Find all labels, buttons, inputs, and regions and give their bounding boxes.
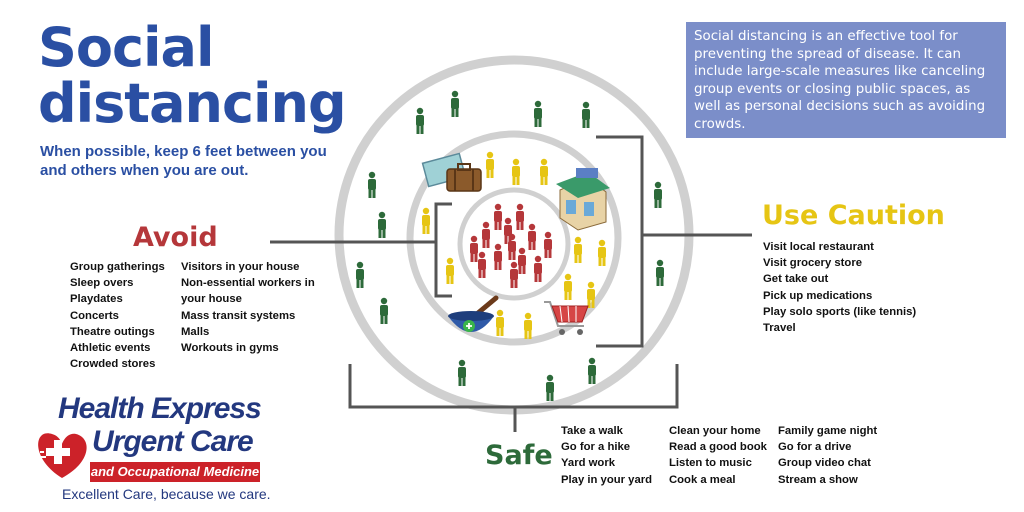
- list-item: Concerts: [70, 309, 119, 322]
- shopping-cart-icon: [544, 301, 589, 335]
- person-figure: [546, 374, 554, 401]
- list-item: Mass transit systems: [181, 309, 296, 322]
- person-figure: [478, 251, 486, 278]
- list-item: Take a walk: [561, 425, 623, 437]
- person-figure: [588, 357, 596, 384]
- list-item: Pick up medications: [763, 289, 873, 302]
- person-figure: [544, 231, 552, 258]
- person-figure: [574, 236, 582, 263]
- list-item: Non-essential workers in: [181, 277, 315, 290]
- person-figure: [504, 217, 512, 244]
- avoid-list-col2: Visitors in your house Non-essential wor…: [181, 259, 315, 356]
- inner-ring: [457, 187, 571, 301]
- person-figure: [564, 273, 572, 300]
- logo-tagline: Excellent Care, because we care.: [62, 486, 271, 502]
- list-item: Group video chat: [778, 457, 871, 470]
- list-item: Yard work: [561, 457, 615, 470]
- list-item: Group gatherings: [70, 261, 165, 273]
- middle-ring: [406, 130, 622, 346]
- list-item: Theatre outings: [70, 325, 155, 338]
- person-figure: [496, 309, 504, 336]
- person-figure: [534, 255, 542, 282]
- list-item: Go for a hike: [561, 441, 631, 454]
- caution-heading: Use Caution: [762, 200, 945, 231]
- store-icon: [556, 168, 610, 231]
- list-item: Go for a drive: [778, 441, 852, 454]
- person-figure: [451, 90, 459, 117]
- list-item: Listen to music: [669, 457, 752, 470]
- subtitle: When possible, keep 6 feet between you a…: [40, 143, 327, 179]
- person-figure: [540, 158, 548, 185]
- person-figure: [356, 261, 364, 288]
- map-luggage-icon: [421, 152, 482, 192]
- list-item: Playdates: [70, 293, 123, 306]
- avoid-heading: Avoid: [133, 222, 218, 253]
- list-item: Clean your home: [669, 425, 761, 437]
- person-figure: [494, 243, 502, 270]
- person-figure: [516, 203, 524, 230]
- list-item: your house: [181, 293, 242, 306]
- logo-line-3: and Occupational Medicine: [90, 462, 260, 482]
- list-item: Visit grocery store: [763, 257, 862, 270]
- person-figure: [486, 151, 494, 178]
- list-item: Family game night: [778, 425, 878, 437]
- caution-list: Visit local restaurant Visit grocery sto…: [763, 239, 916, 336]
- person-figure: [656, 259, 664, 286]
- list-item: Crowded stores: [70, 358, 156, 371]
- heart-cross-icon: [38, 433, 87, 478]
- title-line-1: Social: [38, 16, 214, 79]
- safe-connector: [348, 364, 679, 432]
- safe-list-col3: Family game night Go for a drive Group v…: [778, 423, 877, 488]
- list-item: Get take out: [763, 273, 829, 286]
- list-item: Athletic events: [70, 342, 151, 355]
- avoid-list-col1: Group gatherings Sleep overs Playdates C…: [70, 259, 165, 372]
- title-line-2: distancing: [38, 72, 347, 135]
- list-item: Sleep overs: [70, 277, 134, 290]
- person-figure: [378, 211, 386, 238]
- page-title: Social distancing: [38, 16, 347, 135]
- person-figure: [458, 359, 466, 386]
- caution-connector: [596, 135, 752, 348]
- person-figure: [416, 107, 424, 134]
- safe-heading: Safe: [485, 440, 553, 471]
- person-figure: [368, 171, 376, 198]
- avoid-connector: [270, 202, 452, 298]
- list-item: Play in your yard: [561, 473, 653, 486]
- list-item: Cook a meal: [669, 473, 736, 486]
- info-box: Social distancing is an effective tool f…: [686, 22, 1006, 138]
- person-figure: [422, 207, 430, 234]
- person-figure: [654, 181, 662, 208]
- person-figure: [470, 235, 478, 262]
- person-figure: [534, 100, 542, 127]
- list-item: Travel: [763, 322, 796, 335]
- person-figure: [598, 239, 606, 266]
- person-figure: [508, 233, 516, 260]
- list-item: Visit local restaurant: [763, 241, 874, 253]
- person-figure: [528, 223, 536, 250]
- person-figure: [446, 257, 454, 284]
- person-figure: [380, 297, 388, 324]
- safe-list-col2: Clean your home Read a good book Listen …: [669, 423, 767, 488]
- person-figure: [587, 281, 595, 308]
- logo-line-2: Urgent Care: [92, 425, 254, 458]
- list-item: Read a good book: [669, 441, 767, 454]
- logo-line-1: Health Express: [58, 392, 262, 425]
- list-item: Visitors in your house: [181, 261, 300, 273]
- people-group: [356, 90, 664, 401]
- person-figure: [524, 312, 532, 339]
- person-figure: [512, 158, 520, 185]
- person-figure: [518, 247, 526, 274]
- list-item: Stream a show: [778, 473, 858, 486]
- list-item: Workouts in gyms: [181, 342, 279, 355]
- person-figure: [482, 221, 490, 248]
- list-item: Malls: [181, 325, 210, 338]
- list-item: Play solo sports (like tennis): [763, 305, 917, 318]
- person-figure: [510, 261, 518, 288]
- mortar-pestle-icon: [448, 295, 499, 332]
- person-figure: [494, 203, 502, 230]
- safe-list-col1: Take a walk Go for a hike Yard work Play…: [561, 423, 652, 488]
- person-figure: [582, 101, 590, 128]
